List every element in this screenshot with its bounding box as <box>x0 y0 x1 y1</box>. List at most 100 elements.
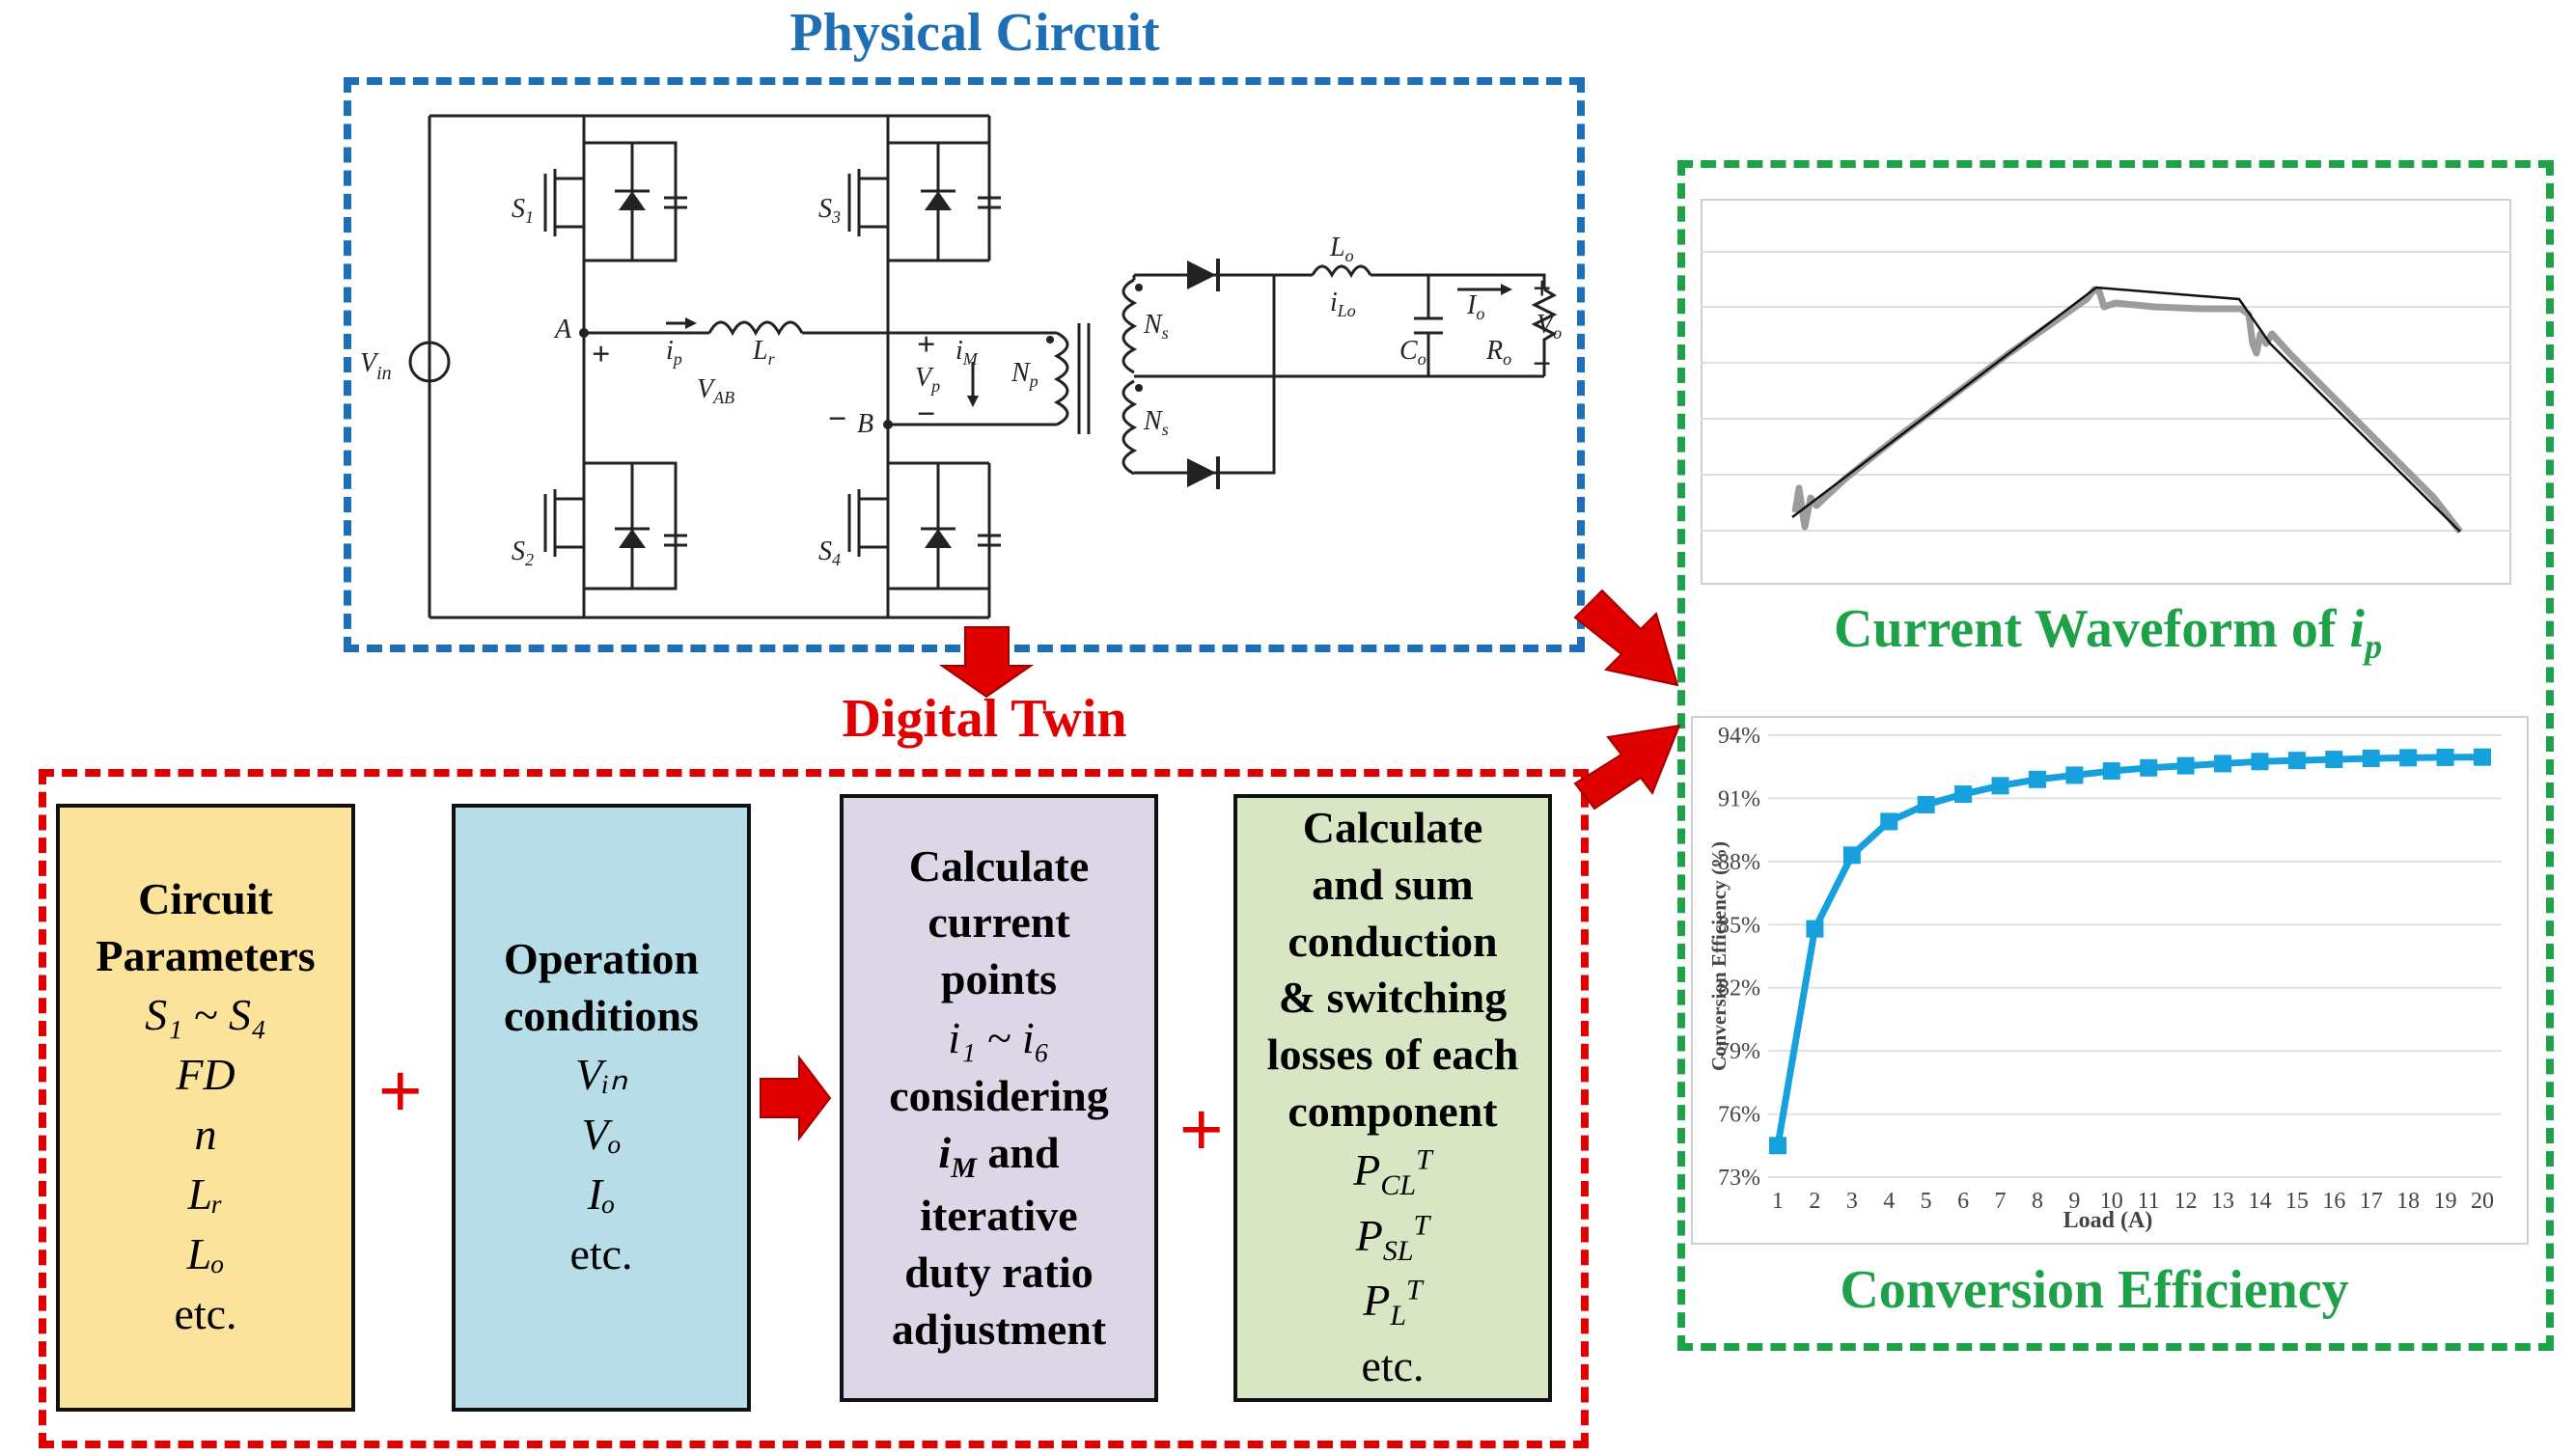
efficiency-data-point <box>2474 748 2491 766</box>
efficiency-y-tick-label: 76% <box>1718 1103 1760 1128</box>
efficiency-data-point <box>1806 920 1824 938</box>
label-ip: ip <box>666 336 682 369</box>
circuit-parameters-box: Circuit Parameters S₁ ~ S₄ FD n Lᵣ Lₒ et… <box>56 804 355 1412</box>
current-waveform-title-text: Current Waveform of <box>1834 599 2350 659</box>
efficiency-chart: Conversion Efficiency (%) 73% 76% 79% 82% 8 5… <box>1691 716 2529 1245</box>
calc-current-im: i <box>938 1128 952 1178</box>
calc-current-line-5: iM and <box>938 1125 1059 1188</box>
efficiency-x-tick-label: 8 <box>2032 1189 2043 1214</box>
circuit-schematic: Vin S1 S2 S3 S4 A B ip Lr VAB Vp iM Np N… <box>360 114 1562 619</box>
label-lr: Lr <box>752 336 776 369</box>
efficiency-x-tick-label: 3 <box>1846 1189 1858 1214</box>
calc-loss-line-1: Calculate <box>1302 802 1483 852</box>
efficiency-x-tick-label: 2 <box>1809 1189 1820 1214</box>
label-ns-bottom: Ns <box>1143 406 1169 439</box>
efficiency-x-tick-label: 4 <box>1883 1189 1895 1214</box>
param-lr: Lᵣ <box>187 1168 224 1219</box>
label-s2: S2 <box>512 536 534 569</box>
efficiency-data-point <box>2065 766 2084 784</box>
down-arrow <box>938 626 1035 699</box>
efficiency-y-tick-label: 73% <box>1718 1166 1760 1191</box>
efficiency-data-point <box>2102 762 2120 781</box>
efficiency-x-tick-label: 17 <box>2360 1189 2383 1214</box>
param-lo: Lₒ <box>186 1228 225 1278</box>
cond-etc: etc. <box>569 1228 633 1278</box>
efficiency-data-point <box>2028 770 2046 788</box>
calc-current-range: i₁ ~ i₆ <box>948 1013 1050 1063</box>
efficiency-y-tick-label: 82% <box>1718 976 1760 1002</box>
label-ro: Ro <box>1485 336 1511 369</box>
calculated-waveform <box>1791 286 2461 533</box>
conversion-efficiency-title: Conversion Efficiency <box>1840 1260 2349 1320</box>
loss-pl: PLT <box>1363 1275 1423 1332</box>
label-s4: S4 <box>818 536 841 569</box>
efficiency-y-tick-label: 88% <box>1718 850 1760 875</box>
label-np: Np <box>1011 358 1038 391</box>
efficiency-x-tick-label: 20 <box>2471 1189 2494 1214</box>
plus-sign-1: + <box>378 1048 423 1133</box>
efficiency-data-point <box>1769 1137 1786 1155</box>
digital-twin-title: Digital Twin <box>842 689 1127 749</box>
right-arrow <box>760 1055 832 1141</box>
label-plus-vo: + <box>1533 271 1551 307</box>
calc-current-line-4: considering <box>889 1071 1109 1121</box>
calculate-losses-box: Calculate and sum conduction & switching… <box>1233 794 1552 1402</box>
efficiency-x-tick-label: 1 <box>1772 1189 1784 1214</box>
calc-current-im-sub: M <box>951 1152 977 1185</box>
label-s1: S1 <box>512 194 534 227</box>
efficiency-y-axis-title: Conversion Efficiency (%) <box>1707 841 1731 1071</box>
label-vp: Vp <box>915 363 940 396</box>
efficiency-data-point <box>2325 751 2343 769</box>
label-plus-vp: + <box>917 327 935 363</box>
cond-vo: Vₒ <box>581 1109 622 1159</box>
efficiency-x-tick-label: 5 <box>1921 1189 1932 1214</box>
calc-loss-line-6: component <box>1288 1086 1498 1137</box>
calc-current-line-3: points <box>940 954 1058 1004</box>
efficiency-data-point <box>2176 756 2195 775</box>
label-lo: Lo <box>1329 233 1354 265</box>
calc-current-line-1: Calculate <box>908 840 1090 891</box>
current-waveform-title: Current Waveform of ip <box>1834 598 2509 667</box>
calc-loss-line-2: and sum <box>1312 859 1474 909</box>
efficiency-y-tick-label: 79% <box>1718 1039 1760 1064</box>
label-plus-a: + <box>592 337 610 372</box>
label-minus-b: − <box>828 401 846 437</box>
calculate-current-points-box: Calculate current points i₁ ~ i₆ conside… <box>840 794 1158 1402</box>
operation-conditions-box: Operation conditions Vᵢₙ Vₒ Iₒ etc. <box>452 804 751 1412</box>
loss-pcl: PCLT <box>1353 1143 1432 1202</box>
plus-sign-2: + <box>1179 1086 1224 1171</box>
param-fd: FD <box>176 1049 235 1099</box>
label-io: Io <box>1466 290 1484 323</box>
calc-current-line-8: adjustment <box>891 1304 1107 1354</box>
calc-loss-line-5: losses of each <box>1266 1030 1519 1080</box>
efficiency-data-point <box>1880 812 1898 831</box>
calc-current-line-7: duty ratio <box>904 1247 1094 1297</box>
efficiency-data-point <box>2399 749 2418 767</box>
loss-psl: PSLT <box>1355 1209 1430 1267</box>
loss-etc: etc. <box>1361 1341 1425 1391</box>
efficiency-data-point <box>1991 777 2009 795</box>
measured-waveform <box>1791 286 2463 535</box>
label-co: Co <box>1399 336 1426 369</box>
current-waveform-title-sub: p <box>2365 627 2383 667</box>
operation-conditions-heading-2: conditions <box>504 990 699 1040</box>
label-ilo: iLo <box>1330 288 1356 320</box>
efficiency-data-point <box>2362 749 2380 767</box>
param-n: n <box>194 1109 217 1159</box>
label-node-a: A <box>553 315 572 344</box>
efficiency-x-tick-label: 6 <box>1957 1189 1969 1214</box>
efficiency-data-point <box>2287 752 2306 770</box>
cond-io: Iₒ <box>587 1168 616 1219</box>
physical-circuit-title: Physical Circuit <box>789 3 1160 63</box>
efficiency-y-tick-label: 94% <box>1718 724 1760 749</box>
label-s3: S3 <box>818 194 841 227</box>
efficiency-data-point <box>1917 795 1935 813</box>
efficiency-x-tick-label: 12 <box>2174 1189 2198 1214</box>
arrow-to-waveform <box>1573 589 1679 687</box>
operation-conditions-heading-1: Operation <box>504 933 699 983</box>
efficiency-y-tick-label: 91% <box>1718 786 1760 811</box>
efficiency-x-tick-label: 14 <box>2248 1189 2271 1214</box>
calc-current-line-6: iterative <box>920 1190 1078 1240</box>
efficiency-x-axis-label: Load (A) <box>2063 1208 2153 1233</box>
